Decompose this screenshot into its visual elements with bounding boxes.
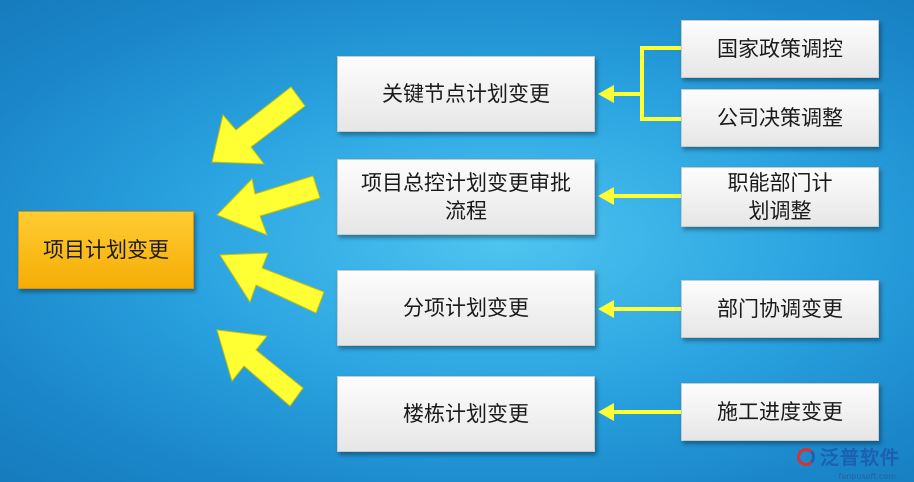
node-label: 关键节点计划变更	[382, 81, 550, 106]
arrow-big-4	[216, 329, 304, 407]
source-label: 公司决策调整	[717, 105, 843, 130]
connector-policy	[640, 46, 681, 94]
logo-name: 泛普软件	[819, 447, 900, 469]
arrow-big-3	[219, 252, 325, 314]
source-label: 国家政策调控	[717, 36, 843, 61]
node-master-plan-approval: 项目总控计划变更审批流程	[337, 159, 595, 235]
arrowhead-keynode	[598, 85, 614, 103]
watermark-logo: 泛普软件	[796, 443, 900, 470]
source-department-adjust: 职能部门计划调整	[681, 167, 879, 227]
connector-decision	[640, 94, 681, 121]
node-label: 楼栋计划变更	[403, 401, 529, 426]
arrow-big-2	[216, 175, 321, 236]
logo-url: fanpusoft.com	[838, 472, 896, 481]
source-company-decision: 公司决策调整	[681, 89, 879, 147]
node-building-change: 楼栋计划变更	[337, 376, 595, 452]
node-key-milestone-change: 关键节点计划变更	[337, 56, 595, 132]
logo-icon	[796, 447, 815, 466]
arrowhead-sub	[598, 300, 614, 318]
node-sub-item-change: 分项计划变更	[337, 270, 595, 346]
arrow-big-1	[211, 86, 306, 165]
arrowhead-building	[598, 403, 614, 421]
node-label: 分项计划变更	[403, 295, 529, 320]
main-node: 项目计划变更	[18, 211, 194, 289]
source-label: 施工进度变更	[717, 399, 843, 424]
source-national-policy: 国家政策调控	[681, 20, 879, 78]
source-department-coordination: 部门协调变更	[681, 280, 879, 338]
arrowhead-approval	[598, 187, 614, 205]
source-label: 部门协调变更	[717, 296, 843, 321]
source-construction-progress: 施工进度变更	[681, 383, 879, 441]
source-label: 职能部门计划调整	[727, 170, 833, 223]
main-node-label: 项目计划变更	[43, 237, 169, 262]
node-label: 项目总控计划变更审批流程	[361, 170, 571, 223]
